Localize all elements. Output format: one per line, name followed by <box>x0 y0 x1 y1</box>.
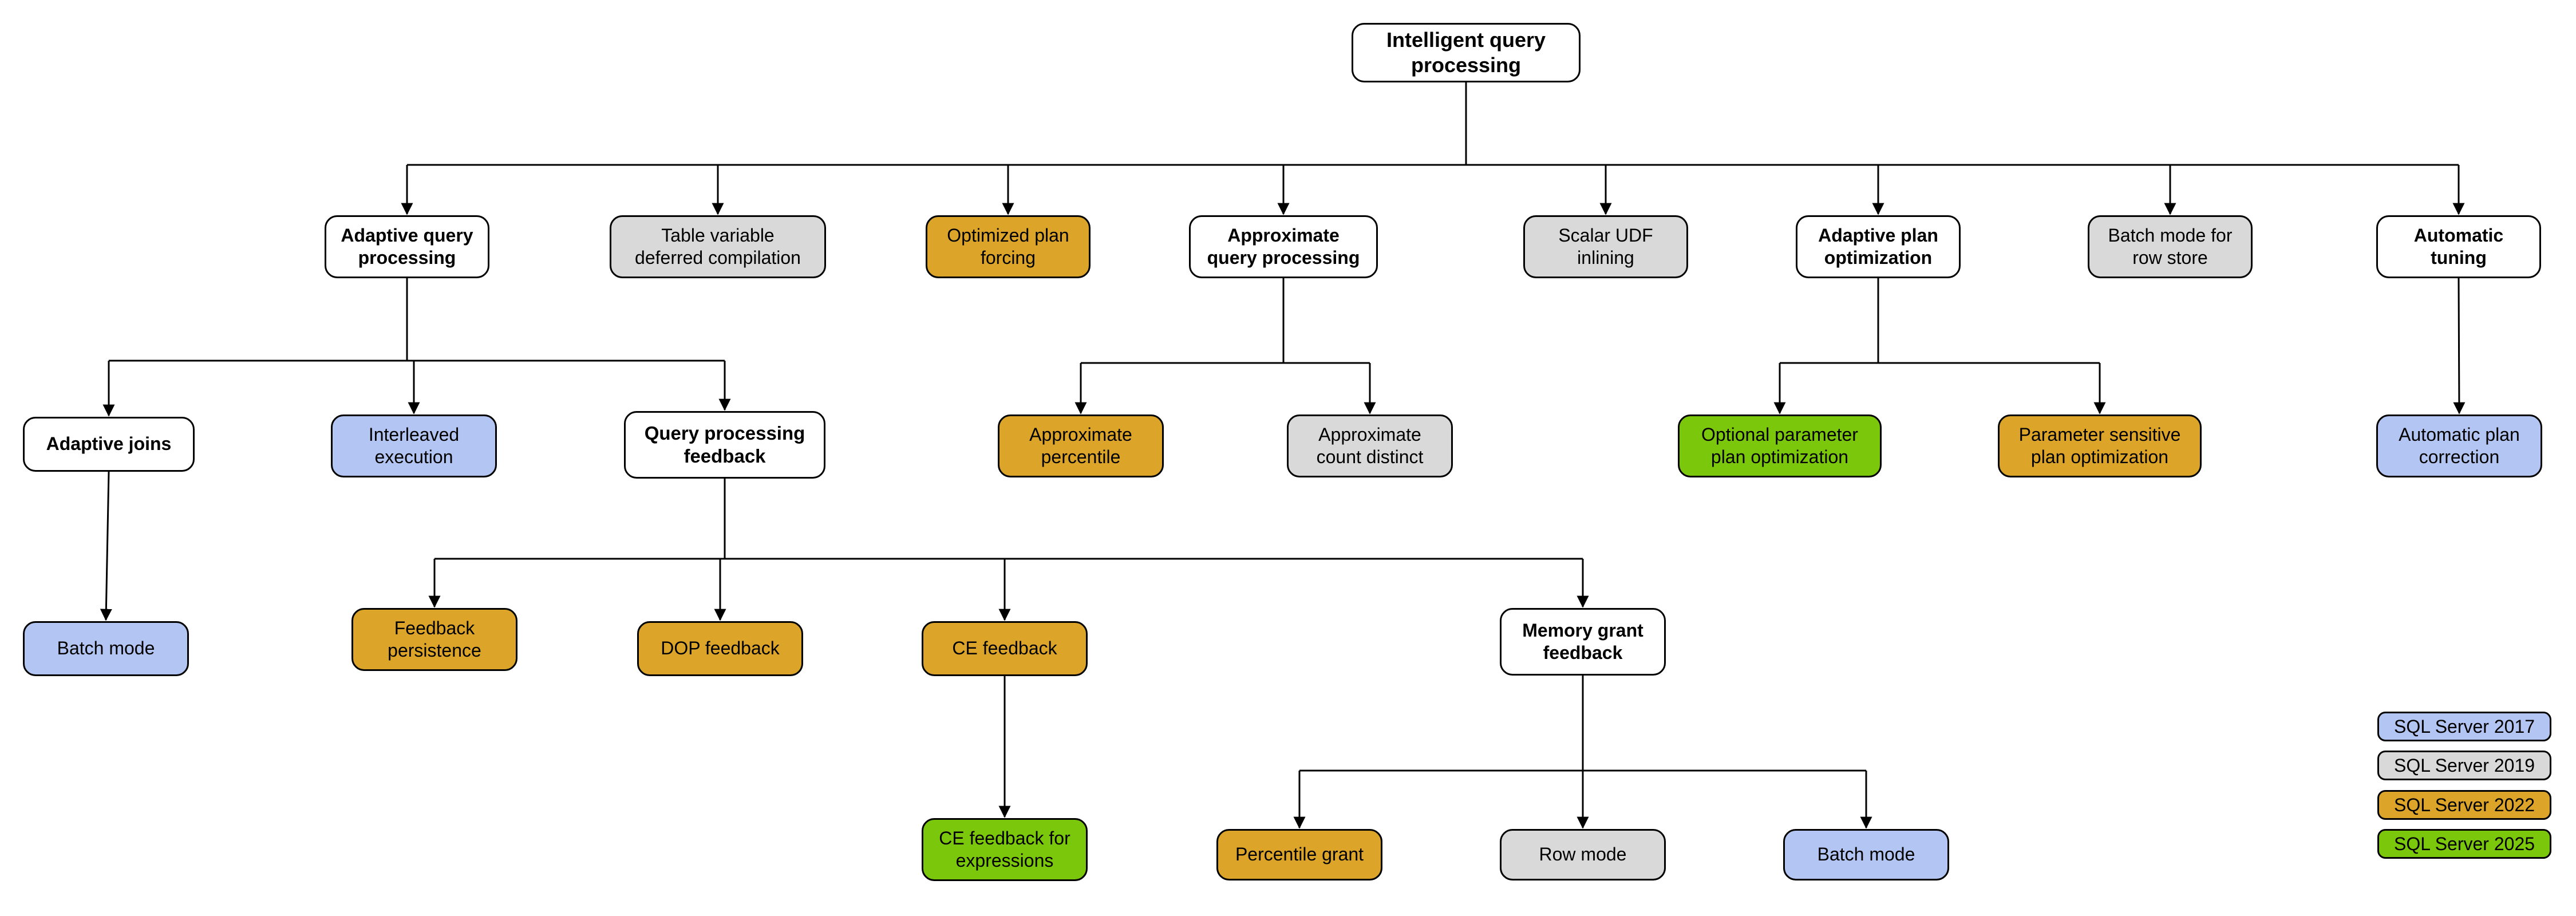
node-ce-feedback[interactable]: CE feedback <box>922 621 1088 676</box>
node-label: Parameter sensitive plan optimization <box>2018 424 2181 467</box>
node-approximate-percentile[interactable]: Approximate percentile <box>998 414 1164 477</box>
node-label: Approximate query processing <box>1207 224 1360 268</box>
node-batch-mode-for-row-store[interactable]: Batch mode for row store <box>2088 215 2253 278</box>
node-label: Approximate count distinct <box>1316 424 1424 467</box>
node-adaptive-query-processing[interactable]: Adaptive query processing <box>325 215 489 278</box>
node-automatic-plan-correction[interactable]: Automatic plan correction <box>2376 414 2542 477</box>
node-label: Adaptive joins <box>46 433 172 455</box>
node-label: Optimized plan forcing <box>947 224 1069 268</box>
node-query-processing-feedback[interactable]: Query processing feedback <box>624 411 825 479</box>
legend-sql-server-2025: SQL Server 2025 <box>2377 829 2551 859</box>
node-percentile-grant[interactable]: Percentile grant <box>1216 829 1382 881</box>
node-label: Memory grant feedback <box>1522 619 1643 663</box>
legend-sql-server-2019: SQL Server 2019 <box>2377 751 2551 780</box>
node-label: Batch mode <box>1817 844 1915 865</box>
node-label: Optional parameter plan optimization <box>1701 424 1858 467</box>
node-label: DOP feedback <box>661 638 780 659</box>
node-label: Adaptive query processing <box>341 224 473 268</box>
legend-item-label: SQL Server 2017 <box>2393 716 2535 737</box>
node-approximate-query-processing[interactable]: Approximate query processing <box>1189 215 1378 278</box>
node-parameter-sensitive-plan-optimization[interactable]: Parameter sensitive plan optimization <box>1998 414 2202 477</box>
node-interleaved-execution[interactable]: Interleaved execution <box>331 414 497 477</box>
node-scalar-udf-inlining[interactable]: Scalar UDF inlining <box>1523 215 1688 278</box>
legend-item-label: SQL Server 2025 <box>2393 833 2535 854</box>
node-table-variable-deferred-compilation[interactable]: Table variable deferred compilation <box>610 215 826 278</box>
node-batch-mode-right[interactable]: Batch mode <box>1783 829 1949 881</box>
node-label: Interleaved execution <box>368 424 460 467</box>
node-label: Batch mode for row store <box>2108 224 2233 268</box>
node-automatic-tuning[interactable]: Automatic tuning <box>2376 215 2541 278</box>
node-batch-mode-left[interactable]: Batch mode <box>23 621 189 676</box>
node-label: Batch mode <box>57 638 155 659</box>
node-label: Approximate percentile <box>1029 424 1132 467</box>
node-label: Intelligent query processing <box>1386 28 1546 77</box>
node-adaptive-plan-optimization[interactable]: Adaptive plan optimization <box>1796 215 1961 278</box>
connector-adaptive-joins-to-batch-mode-left <box>100 471 112 621</box>
node-label: Automatic tuning <box>2413 224 2504 268</box>
node-dop-feedback[interactable]: DOP feedback <box>637 621 803 676</box>
node-ce-feedback-for-expressions[interactable]: CE feedback for expressions <box>922 818 1088 881</box>
node-label: CE feedback <box>952 638 1057 659</box>
node-label: Adaptive plan optimization <box>1818 224 1938 268</box>
node-approximate-count-distinct[interactable]: Approximate count distinct <box>1287 414 1453 477</box>
node-label: Scalar UDF inlining <box>1558 224 1653 268</box>
node-label: Automatic plan correction <box>2399 424 2520 467</box>
node-optional-parameter-plan-optimization[interactable]: Optional parameter plan optimization <box>1678 414 1882 477</box>
node-optimized-plan-forcing[interactable]: Optimized plan forcing <box>926 215 1091 278</box>
node-label: Table variable deferred compilation <box>635 224 801 268</box>
node-label: Feedback persistence <box>388 617 481 661</box>
legend-item-label: SQL Server 2022 <box>2393 794 2535 815</box>
node-memory-grant-feedback[interactable]: Memory grant feedback <box>1500 608 1666 676</box>
node-label: CE feedback for expressions <box>939 827 1070 871</box>
legend-sql-server-2017: SQL Server 2017 <box>2377 712 2551 741</box>
node-intelligent-query-processing[interactable]: Intelligent query processing <box>1352 23 1581 82</box>
node-label: Query processing feedback <box>644 422 805 467</box>
legend-sql-server-2022: SQL Server 2022 <box>2377 790 2551 820</box>
node-adaptive-joins[interactable]: Adaptive joins <box>23 417 195 472</box>
node-row-mode[interactable]: Row mode <box>1500 829 1666 881</box>
node-label: Row mode <box>1539 844 1627 865</box>
node-label: Percentile grant <box>1235 844 1364 865</box>
node-feedback-persistence[interactable]: Feedback persistence <box>351 608 517 671</box>
legend-item-label: SQL Server 2019 <box>2393 755 2535 776</box>
